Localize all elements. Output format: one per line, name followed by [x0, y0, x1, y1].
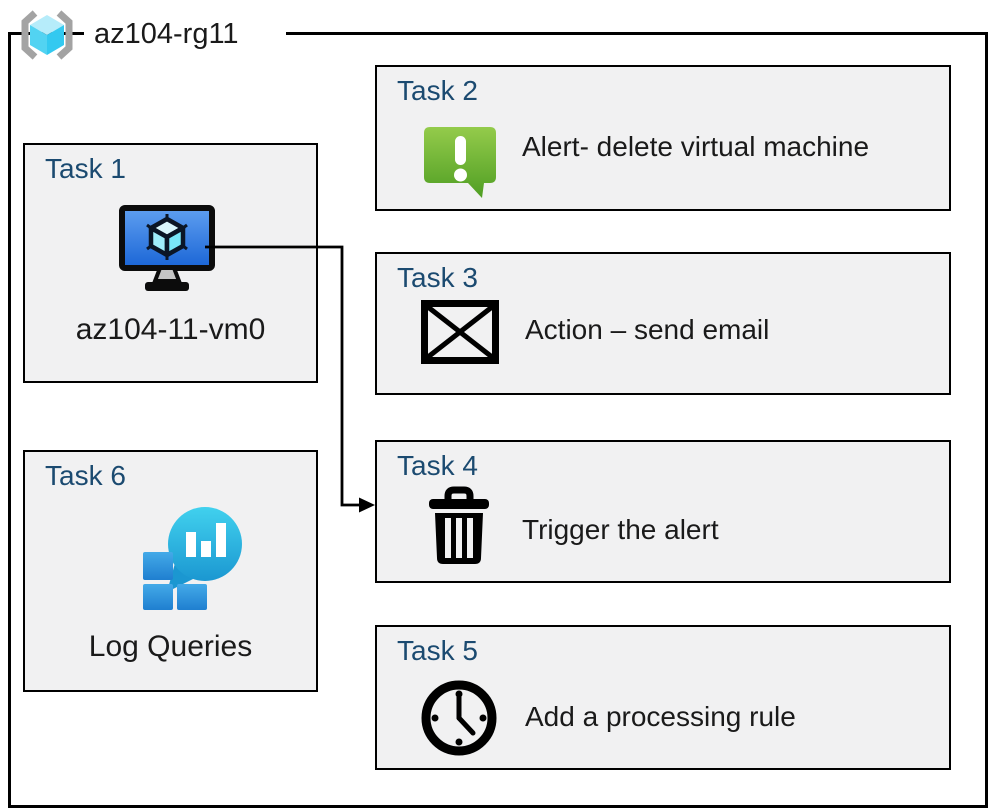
task-2-caption: Alert- delete virtual machine: [522, 131, 870, 162]
task-1-caption: az104-11-vm0: [75, 313, 266, 346]
task-4-caption: Trigger the alert: [522, 514, 719, 545]
email-icon: [421, 300, 499, 364]
task-1-label: Task 1: [45, 153, 126, 184]
task-2-label: Task 2: [397, 75, 478, 106]
task-4-box: Task 4 Trigger the alert: [375, 440, 951, 583]
task-3-box: Task 3 Action – send email: [375, 252, 951, 395]
task-3-caption: Action – send email: [525, 314, 770, 345]
frame-title-gap: [84, 26, 286, 40]
task-6-box: Task 6 Log Queries: [23, 450, 318, 692]
log-queries-icon: [143, 507, 242, 610]
alert-icon: [424, 127, 496, 198]
task-5-box: Task 5 Add a processing rule: [375, 625, 951, 770]
virtual-machine-icon: [119, 205, 215, 291]
trash-icon: [429, 486, 489, 564]
task-6-label: Task 6: [45, 460, 126, 491]
task-2-box: Task 2 Alert- delete virtual machine: [375, 65, 951, 211]
resource-group-name: az104-rg11: [94, 18, 239, 50]
task-5-label: Task 5: [397, 635, 478, 666]
task-5-caption: Add a processing rule: [525, 701, 796, 732]
task-4-label: Task 4: [397, 450, 478, 481]
clock-icon: [421, 680, 497, 756]
task-6-caption: Log Queries: [88, 630, 253, 663]
task-3-label: Task 3: [397, 262, 478, 293]
task-1-box: Task 1 az104-11-vm0: [23, 143, 318, 383]
resource-group-icon: [21, 10, 73, 60]
